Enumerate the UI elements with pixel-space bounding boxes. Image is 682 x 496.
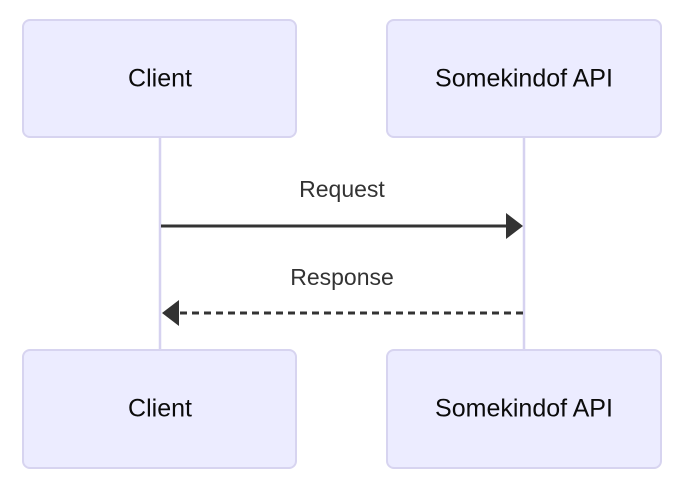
message-request[interactable]: Request (161, 176, 523, 239)
participant-box-client-top[interactable]: Client (22, 19, 297, 138)
arrowhead-request-icon (506, 213, 523, 239)
participant-label-api-bottom: Somekindof API (435, 395, 613, 423)
participant-box-rect[interactable] (22, 349, 297, 469)
participant-box-rect[interactable] (22, 19, 297, 138)
message-label-response: Response (290, 264, 394, 290)
participant-label-client-top: Client (128, 65, 192, 93)
arrowhead-response-icon (162, 300, 179, 326)
participant-box-client-bottom[interactable]: Client (22, 349, 297, 469)
participant-label-api-top: Somekindof API (435, 65, 613, 93)
participant-box-rect[interactable] (386, 19, 662, 138)
participant-box-api-bottom[interactable]: Somekindof API (386, 349, 662, 469)
message-label-request: Request (299, 176, 385, 202)
lifelines-layer (158, 137, 526, 350)
participant-label-client-bottom: Client (128, 395, 192, 423)
message-response[interactable]: Response (162, 264, 523, 326)
participant-box-rect[interactable] (386, 349, 662, 469)
participant-box-api-top[interactable]: Somekindof API (386, 19, 662, 138)
